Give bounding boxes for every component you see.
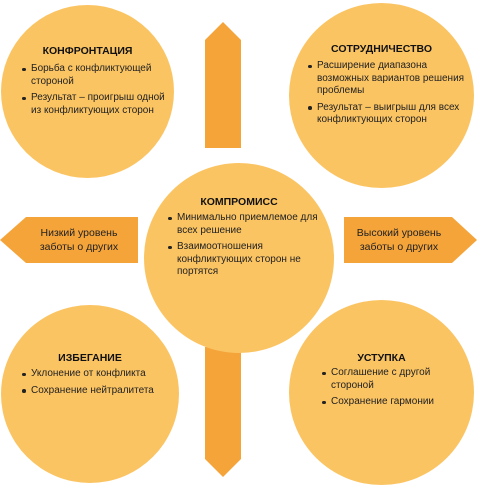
- avoidance-title: ИЗБЕГАНИЕ: [58, 352, 122, 364]
- high-concern-label: Высокий уровень заботы о других: [356, 227, 442, 253]
- confrontation-circle: КОНФРОНТАЦИЯ Борьба с конфликтующей стор…: [1, 5, 174, 178]
- confrontation-item: Результат – проигрыш одной из конфликтую…: [22, 92, 176, 117]
- avoidance-circle: ИЗБЕГАНИЕ Уклонение от конфликта Сохране…: [1, 305, 179, 483]
- right-arrow: [344, 217, 477, 263]
- compromise-title: КОМПРОМИСС: [200, 196, 278, 208]
- avoidance-item: Сохранение нейтралитета: [22, 385, 181, 398]
- compromise-item: Взаимоотношения конфликтующих сторон не …: [168, 241, 327, 279]
- confrontation-list: Борьба с конфликтующей стороной Результа…: [19, 63, 176, 121]
- concession-item: Сохранение гармонии: [322, 396, 466, 409]
- low-concern-label: Низкий уровень заботы о других: [39, 227, 119, 253]
- concession-item: Соглашение с другой стороной: [322, 367, 466, 392]
- cooperation-list: Расширение диапазона возможных вариантов…: [305, 60, 469, 131]
- cooperation-title: СОТРУДНИЧЕСТВО: [331, 43, 432, 55]
- left-arrow: [0, 217, 138, 263]
- concession-title: УСТУПКА: [357, 352, 406, 364]
- concession-circle: УСТУПКА Соглашение с другой стороной Сох…: [289, 300, 474, 485]
- cooperation-circle: СОТРУДНИЧЕСТВО Расширение диапазона возм…: [289, 3, 474, 188]
- compromise-circle: КОМПРОМИСС Минимально приемлемое для все…: [144, 163, 334, 353]
- up-arrow: [205, 22, 241, 148]
- confrontation-title: КОНФРОНТАЦИЯ: [42, 45, 133, 57]
- concession-list: Соглашение с другой стороной Сохранение …: [319, 367, 466, 413]
- compromise-item: Минимально приемлемое для всех решение: [168, 212, 327, 237]
- avoidance-list: Уклонение от конфликта Сохранение нейтра…: [19, 368, 181, 401]
- avoidance-item: Уклонение от конфликта: [22, 368, 181, 381]
- cooperation-item: Расширение диапазона возможных вариантов…: [308, 60, 469, 98]
- down-arrow: [205, 347, 241, 477]
- confrontation-item: Борьба с конфликтующей стороной: [22, 63, 176, 88]
- cooperation-item: Результат – выигрыш для всех конфликтующ…: [308, 102, 469, 127]
- compromise-list: Минимально приемлемое для всех решение В…: [165, 212, 327, 283]
